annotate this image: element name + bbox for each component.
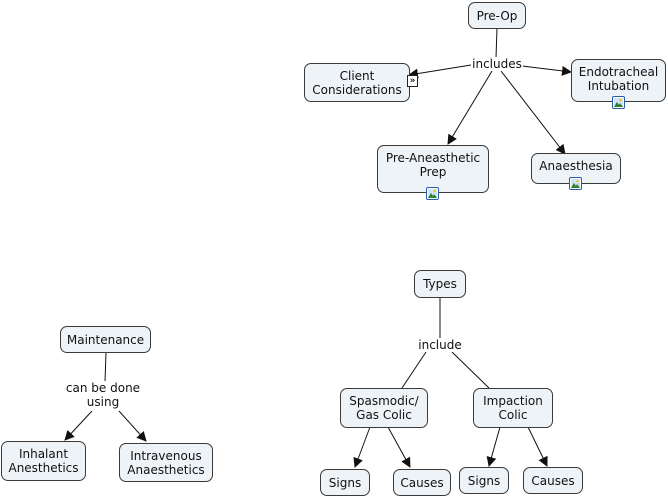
link-includes-client [408,64,472,79]
concept-spasmodic-gas-colic[interactable]: Spasmodic/ Gas Colic [340,388,428,428]
link-includes-endotracheal [521,65,572,76]
link-impaction-signs [486,426,501,467]
link-include-impaction [451,351,490,389]
concept-endotracheal-intubation[interactable]: Endotracheal Intubation [571,59,666,102]
concept-pre-op[interactable]: Pre-Op [468,2,526,29]
linking-phrase-include: include [416,338,464,352]
concept-signs[interactable]: Signs [320,469,370,496]
link-spasmodic-signs [353,426,371,468]
image-resource-icon[interactable] [612,96,625,109]
concept-causes[interactable]: Causes [393,469,451,496]
link-includes-preaneasthetic [447,70,493,145]
submap-icon[interactable]: » [407,75,418,87]
link-maintenance-phrase [104,351,107,383]
concept-inhalant-anesthetics[interactable]: Inhalant Anesthetics [1,441,86,481]
link-preop-includes [495,27,498,59]
image-resource-icon[interactable] [426,187,439,200]
link-spasmodic-causes [387,426,411,468]
linking-phrase-includes: includes [471,57,523,71]
link-phrase-inhalant [64,410,93,441]
image-resource-icon[interactable] [569,177,582,190]
concept-causes[interactable]: Causes [523,467,583,494]
link-impaction-causes [527,426,548,467]
concept-signs[interactable]: Signs [459,467,509,494]
concept-pre-aneasthetic-prep[interactable]: Pre-Aneasthetic Prep [377,145,489,193]
link-phrase-intravenous [118,410,147,442]
concept-client-considerations[interactable]: Client Considerations [304,63,410,102]
concept-types[interactable]: Types [414,270,466,298]
concept-impaction-colic[interactable]: Impaction Colic [473,388,553,428]
concept-maintenance[interactable]: Maintenance [60,326,151,353]
concept-intravenous-anaesthetics[interactable]: Intravenous Anaesthetics [119,443,213,482]
link-include-spasmodic [401,351,427,389]
linking-phrase-can-be-done-using: can be done using [60,381,146,409]
link-includes-anaesthesia [500,70,566,155]
